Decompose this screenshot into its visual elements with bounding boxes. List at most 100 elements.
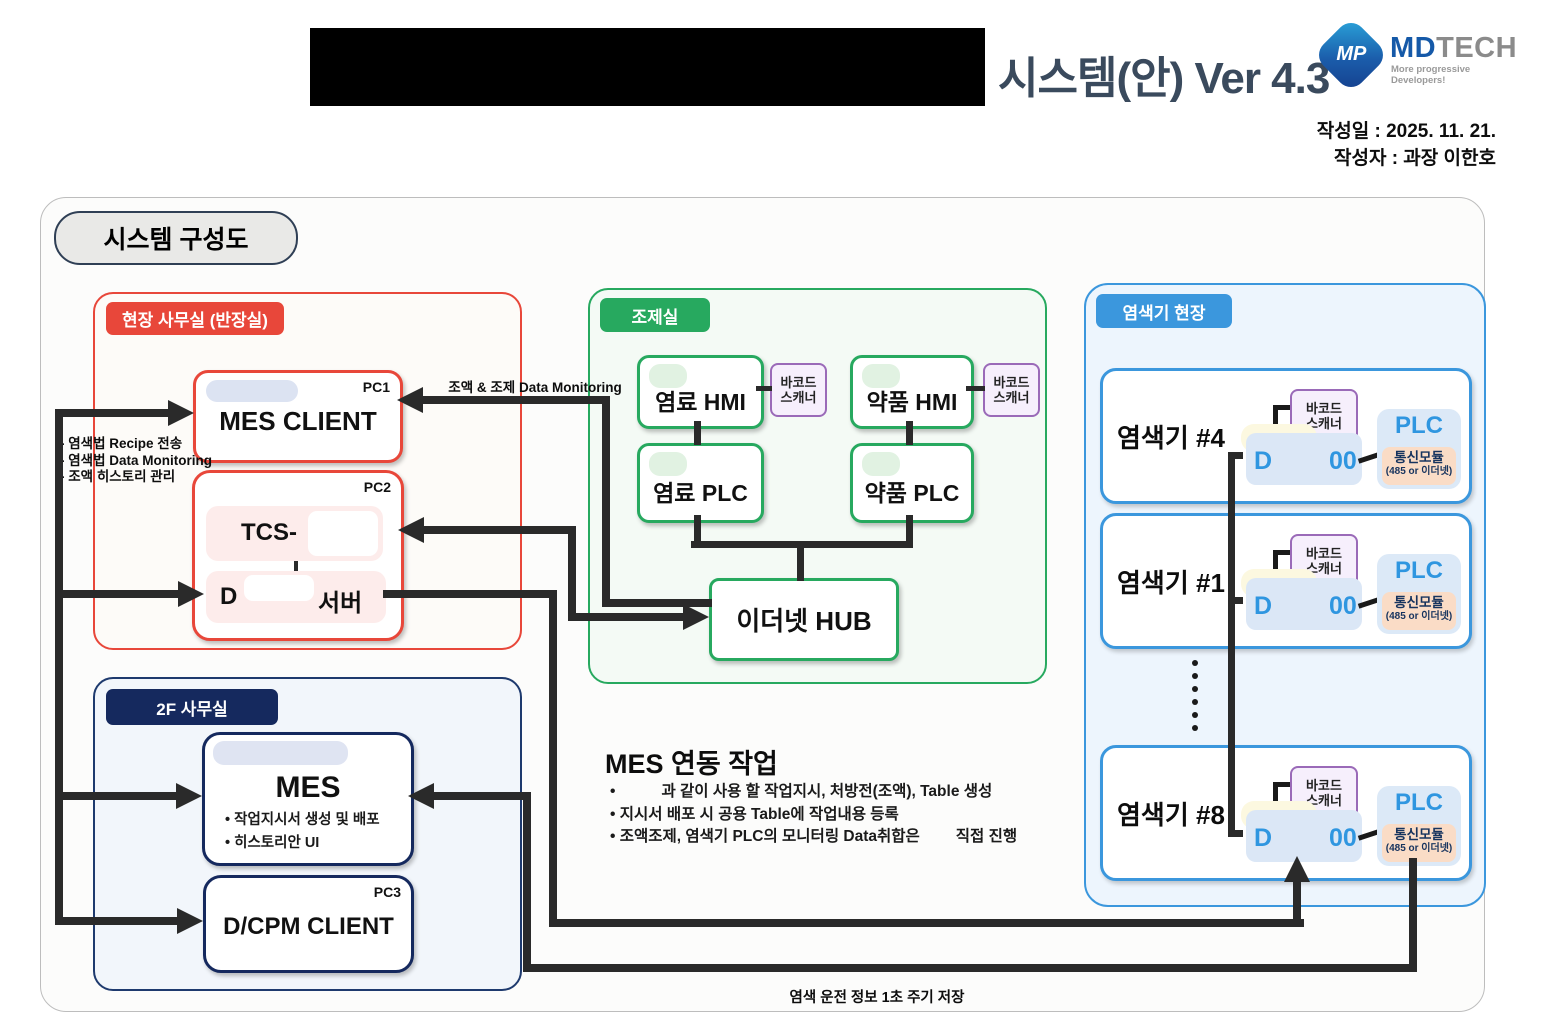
mes-client-box: PC1 MES CLIENT: [193, 370, 403, 463]
arrowhead-mes-client: [168, 400, 194, 426]
tcs-label: TCS-: [241, 519, 297, 546]
dispensary-header: 조제실: [600, 298, 710, 332]
mes-bullets: • 작업지시서 생성 및 배포 • 히스토리안 UI: [225, 809, 380, 855]
comm-module-label: 통신모듈: [1394, 450, 1444, 465]
comm-module-sub: (485 or 이더넷): [1385, 843, 1453, 854]
server-d-label: D: [220, 583, 238, 610]
d-number: 00: [1329, 592, 1357, 620]
office-2f-header: 2F 사무실: [106, 689, 278, 725]
ethernet-hub-label: 이더넷 HUB: [736, 606, 872, 636]
d-label: D: [1254, 824, 1273, 852]
created-date: 작성일 : 2025. 11. 21.: [1316, 121, 1496, 142]
scanner-connector: [1273, 782, 1293, 787]
pc3-tag: PC3: [373, 884, 401, 900]
dye-scanner-stub: [756, 386, 772, 391]
dye-hmi-box: 염료 HMI: [637, 355, 764, 429]
pc2-box: PC2 TCS- D 서버: [192, 470, 404, 641]
arrowhead-mes-feedback: [408, 783, 434, 809]
redaction-blob: [244, 575, 314, 601]
mes-label: MES: [275, 771, 341, 804]
tcs-hub-line-v: [568, 526, 576, 621]
document-title: 시스템(안) Ver 4.3: [998, 54, 1330, 103]
machine4-stub: [1228, 452, 1243, 459]
line-to-db-server: [55, 590, 178, 598]
note-line: - 염색법 Data Monitoring: [60, 452, 212, 468]
monitoring-label: 조액 & 조제 Data Monitoring: [448, 380, 622, 395]
scanner-connector: [1273, 550, 1293, 555]
machine1-stub: [1228, 597, 1243, 604]
task-text: 직접 진행: [955, 828, 1018, 845]
monitoring-line-to-hub: [602, 599, 712, 607]
plc-label: PLC: [1395, 412, 1443, 439]
logo-tagline: More progressive Developers!: [1391, 64, 1471, 86]
arrowhead-hub: [683, 604, 709, 630]
plc-module-box: PLC 통신모듈 (485 or 이더넷): [1377, 786, 1461, 866]
scanner-connector: [1273, 550, 1278, 580]
task-line: •과 같이 사용 할 작업지시, 처방전(조액), Table 생성: [610, 781, 1080, 804]
barcode-scanner-box: 바코드 스캐너: [770, 363, 827, 417]
pc1-tag: PC1: [362, 379, 390, 395]
dcpm-client-box: PC3 D/CPM CLIENT: [203, 875, 414, 973]
pc2-inner-connector: [294, 561, 298, 573]
redaction-blob: [206, 380, 298, 402]
chem-hmi-label: 약품 HMI: [866, 389, 958, 415]
pc2-tag: PC2: [363, 479, 391, 495]
join-hub-line: [797, 541, 804, 581]
arrowhead-dcpm: [177, 908, 203, 934]
arrowhead-mes: [176, 783, 202, 809]
mes-tasks-list: •과 같이 사용 할 작업지시, 처방전(조액), Table 생성 • 지시서…: [610, 781, 1080, 849]
d-controller-box: [1246, 433, 1362, 485]
server-machines-h1: [383, 590, 557, 598]
note-line: - 조액 히스토리 관리: [60, 469, 176, 484]
chem-hmi-plc-line: [906, 421, 913, 445]
task-line: • 지시서 배포 시 공용 Table에 작업내용 등록: [610, 804, 1080, 827]
plc-module-box: PLC 통신모듈 (485 or 이더넷): [1377, 554, 1461, 634]
comm-module-sub: (485 or 이더넷): [1385, 611, 1453, 622]
line-to-dcpm: [55, 917, 177, 925]
redaction-blob: [649, 364, 687, 388]
chem-plc-label: 약품 PLC: [864, 480, 960, 506]
tcs-hub-line-h2: [568, 613, 683, 621]
dyeing-machine-1-box: 염색기 #1 바코드 스캐너 D 00 PLC 통신모듈 (485 or 이더넷…: [1100, 513, 1472, 649]
comm-module-box: 통신모듈 (485 or 이더넷): [1382, 592, 1456, 630]
comm-module-box: 통신모듈 (485 or 이더넷): [1382, 824, 1456, 862]
plc-feedback-h1: [523, 964, 1417, 972]
plc-module-box: PLC 통신모듈 (485 or 이더넷): [1377, 409, 1461, 489]
comm-module-sub: (485 or 이더넷): [1385, 466, 1453, 477]
plc-label: PLC: [1395, 789, 1443, 816]
task-text: • 지시서 배포 시 공용 Table에 작업내용 등록: [610, 805, 899, 823]
scanner-connector: [1273, 405, 1278, 435]
d-label: D: [1254, 447, 1273, 475]
redacted-title-bar: [310, 28, 985, 106]
logo-wordmark: MDTECH: [1390, 32, 1517, 65]
d-controller-box: [1246, 810, 1362, 862]
redaction-blob: [308, 511, 378, 556]
server-suffix-label: 서버: [318, 590, 363, 617]
diagram-title-pill: 시스템 구성도: [54, 211, 298, 265]
document-meta: 작성일 : 2025. 11. 21. 작성자 : 과장 이한호: [1240, 118, 1496, 172]
author: 작성자 : 과장 이한호: [1333, 148, 1496, 169]
note-line: - 염색법 Recipe 전송: [60, 436, 183, 451]
scanner-connector: [1273, 782, 1278, 812]
logo-tech: TECH: [1436, 32, 1518, 64]
redaction-blob: [649, 452, 687, 476]
left-trunk-line: [55, 409, 63, 925]
arrowhead-db-server: [178, 581, 204, 607]
dye-hmi-plc-line: [694, 421, 701, 445]
bullet: •: [610, 783, 616, 800]
mdtech-logo: MP MDTECH More progressive Developers!: [1312, 16, 1517, 94]
db-server-box: D 서버: [206, 571, 386, 623]
plc-feedback-h2: [434, 792, 531, 800]
redaction-gap: [920, 826, 956, 849]
tcs-server-box: TCS-: [206, 506, 383, 561]
arrowhead-machine8: [1284, 856, 1310, 882]
tcs-hub-line-h1: [422, 526, 576, 534]
logo-md: MD: [1390, 32, 1437, 64]
chem-plc-box: 약품 PLC: [850, 443, 974, 523]
server-machines-h2: [549, 919, 1304, 927]
comm-module-box: 통신모듈 (485 or 이더넷): [1382, 447, 1456, 485]
task-text: • 조액조제, 염색기 PLC의 모니터링 Data취합은: [610, 828, 920, 845]
monitoring-line-v: [602, 396, 610, 603]
ellipsis-dots: [1192, 660, 1198, 731]
